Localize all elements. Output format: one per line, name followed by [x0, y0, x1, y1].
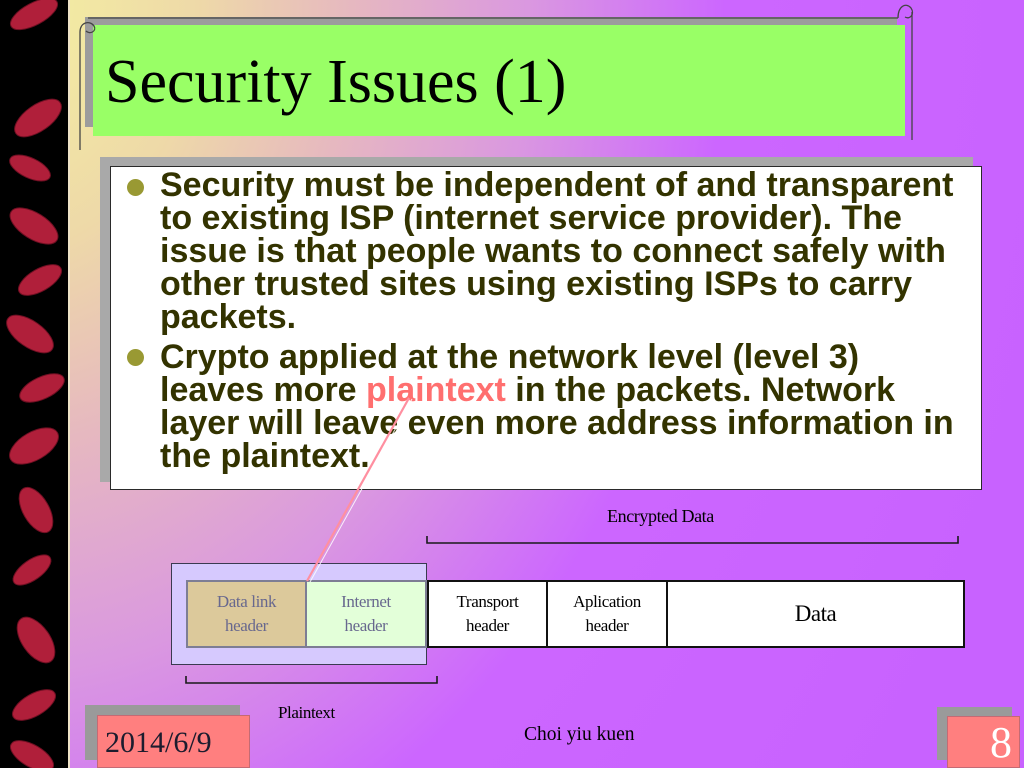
bullet-2: Crypto applied at the network level (lev… — [160, 338, 954, 475]
bullet-1-line-3: issue is that people wants to connect sa… — [160, 232, 946, 270]
petal-shape — [12, 689, 56, 721]
petal-shape — [19, 373, 65, 403]
plaintext-bracket — [185, 676, 438, 684]
encrypted-data-bracket — [426, 536, 959, 544]
footer-author: Choi yiu kuen — [524, 724, 635, 745]
strip-divider — [68, 0, 70, 768]
bullet-1: Security must be independent of and tran… — [160, 166, 954, 336]
packet-cell-data: Data — [666, 580, 965, 648]
bullet-1-line-2: to existing ISP (internet service provid… — [160, 199, 902, 237]
petal-shape — [16, 616, 56, 664]
slide-number-box: 8 — [947, 716, 1020, 768]
cell-label: Transport header — [456, 592, 519, 635]
petal-shape — [6, 314, 54, 354]
cell-label: Internet header — [341, 592, 391, 635]
bullet-2-line-2: leaves more plaintext in the packets. Ne… — [160, 371, 954, 409]
cell-label: Aplication header — [573, 592, 641, 635]
left-decorative-strip — [0, 0, 68, 768]
packet-cell-data-link-header: Data link header — [186, 580, 307, 648]
petal-shape — [9, 154, 51, 182]
plaintext-label: Plaintext — [278, 703, 335, 722]
packet-cell-internet-header: Internet header — [305, 580, 427, 648]
content-box — [110, 166, 982, 490]
date-box: 2014/6/9 — [97, 715, 250, 768]
encrypted-data-label: Encrypted Data — [607, 506, 714, 526]
petal-shape — [9, 427, 59, 465]
slide-number: 8 — [990, 718, 1012, 767]
bullet-marker — [127, 349, 144, 366]
bullet-2-line-2-end: in the packets. Network — [505, 371, 896, 409]
scroll-top-right-curl — [897, 4, 914, 19]
bullet-marker — [127, 179, 144, 196]
petal-shape — [12, 554, 52, 586]
bullet-2-line-1: Crypto applied at the network level (lev… — [160, 338, 860, 376]
petal-shape — [9, 207, 59, 245]
petal-shape — [9, 0, 59, 31]
bullet-2-line-3: layer will leave even more address infor… — [160, 404, 954, 442]
petal-shape — [10, 740, 54, 768]
petal-shape — [18, 486, 54, 534]
bullet-1-line-4: other trusted sites using existing ISPs … — [160, 265, 912, 303]
packet-cell-transport-header: Transport header — [427, 580, 548, 648]
petal-pattern — [6, 0, 65, 768]
bullet-1-line-5: packets. — [160, 298, 297, 336]
petal-shape — [14, 98, 62, 138]
title-box: Security Issues (1) — [93, 25, 905, 136]
petal-shape — [18, 264, 62, 296]
cell-label: Data link header — [216, 592, 277, 635]
slide-title: Security Issues (1) — [105, 48, 567, 116]
packet-cell-application-header: Aplication header — [546, 580, 668, 648]
bullet-1-line-1: Security must be independent of and tran… — [160, 166, 954, 204]
bullet-2-line-4: the plaintext. — [160, 437, 370, 475]
cell-label: Data — [794, 601, 837, 626]
slide-date: 2014/6/9 — [105, 726, 212, 759]
